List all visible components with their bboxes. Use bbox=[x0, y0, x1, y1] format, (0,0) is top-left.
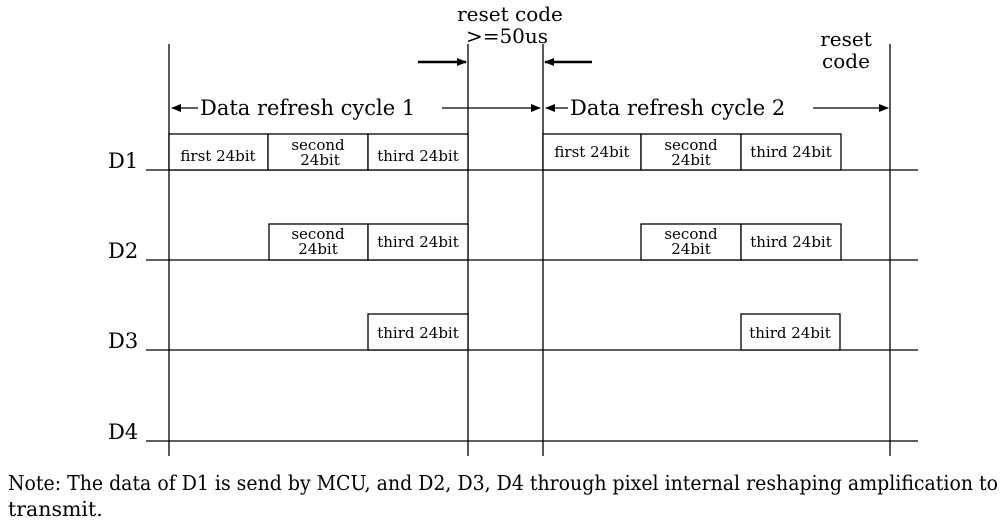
reset2-label-line1: reset bbox=[820, 27, 872, 51]
d1-c1-second-label-2: 24bit bbox=[300, 151, 340, 169]
d2-c1-second-label-2: 24bit bbox=[298, 240, 338, 258]
note-line-1: Note: The data of D1 is send by MCU, and… bbox=[8, 471, 998, 495]
d2-c2-third-box bbox=[740, 223, 842, 261]
d3-c1-third-label: third 24bit bbox=[377, 324, 459, 342]
note-line-2: transmit. bbox=[8, 497, 103, 521]
row-label-d1: D1 bbox=[108, 149, 138, 173]
d1-c1-third-label: third 24bit bbox=[377, 147, 459, 165]
d2-c1-second-label-1: second bbox=[291, 225, 345, 243]
cycle2-label: Data refresh cycle 2 bbox=[570, 96, 785, 120]
reset-duration-label: >=50us bbox=[466, 24, 548, 48]
d3-c2-third-box bbox=[740, 313, 841, 351]
cycle1-label: Data refresh cycle 1 bbox=[200, 96, 415, 120]
d1-c1-first-label: first 24bit bbox=[180, 147, 255, 165]
d1-c2-first-label: first 24bit bbox=[554, 143, 629, 161]
d2-c2-third-label: third 24bit bbox=[750, 233, 832, 251]
d1-c1-third-box bbox=[367, 133, 469, 171]
d1-c2-second-label-2: 24bit bbox=[671, 151, 711, 169]
reset-code-label: reset code bbox=[457, 2, 563, 26]
d1-c1-second-label-1: second bbox=[291, 136, 345, 154]
d1-c2-first-box bbox=[542, 133, 642, 171]
d1-c2-third-box bbox=[740, 133, 842, 171]
d3-c1-third-box bbox=[367, 313, 469, 351]
d1-c2-third-label: third 24bit bbox=[750, 143, 832, 161]
row-label-d2: D2 bbox=[108, 239, 138, 263]
d1-c2-second-label-1: second bbox=[664, 136, 718, 154]
row-label-d3: D3 bbox=[108, 329, 138, 353]
d2-c2-second-label-1: second bbox=[664, 225, 718, 243]
d2-c1-third-label: third 24bit bbox=[377, 233, 459, 251]
row-label-d4: D4 bbox=[108, 420, 138, 444]
reset2-label-line2: code bbox=[822, 49, 870, 73]
d3-c2-third-label: third 24bit bbox=[749, 324, 831, 342]
d2-c1-third-box bbox=[367, 223, 469, 261]
d2-c2-second-box bbox=[640, 223, 742, 261]
d2-c2-second-label-2: 24bit bbox=[671, 240, 711, 258]
